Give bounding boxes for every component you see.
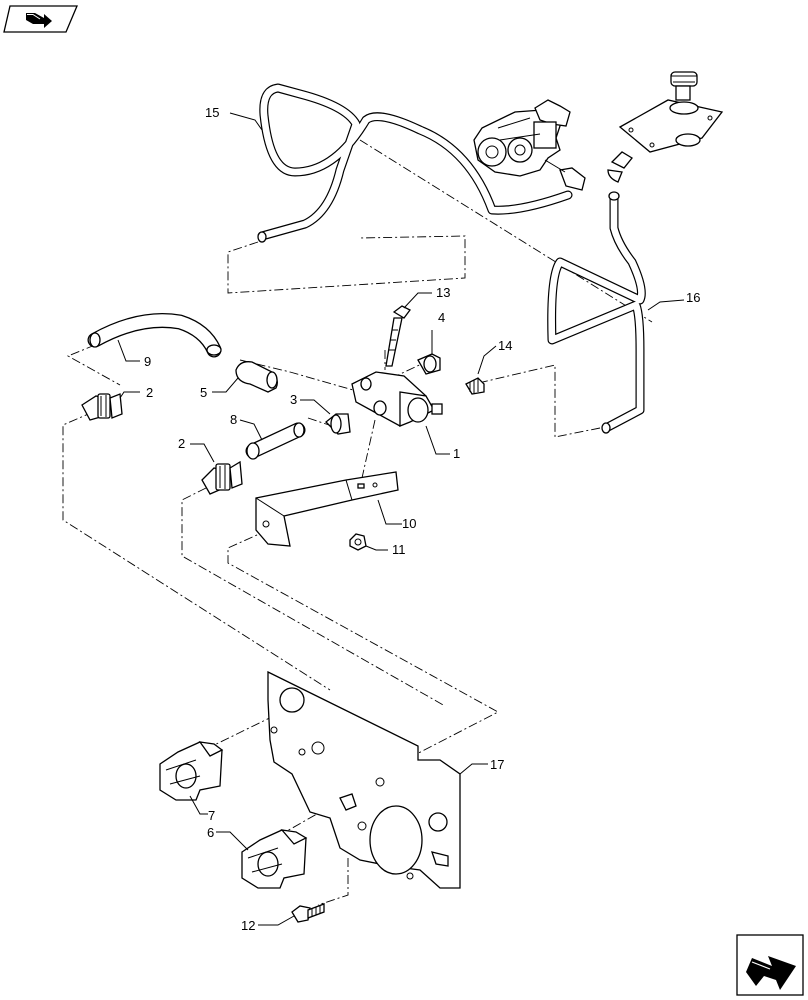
- forward-arrow-icon: [746, 956, 796, 990]
- callout-2-upper: 2: [146, 385, 153, 400]
- part-9-hose: [87, 312, 222, 358]
- part-2-lower-fitting: [201, 460, 243, 495]
- callout-15: 15: [205, 105, 219, 120]
- part-13-bolt: [385, 305, 411, 367]
- callout-5: 5: [200, 385, 207, 400]
- callout-leaders: [117, 112, 685, 926]
- callout-14: 14: [498, 338, 512, 353]
- callout-17: 17: [490, 757, 504, 772]
- back-arrow-icon: [26, 13, 52, 28]
- callout-11: 11: [392, 542, 406, 557]
- part-4-fitting: [417, 353, 441, 375]
- callout-10: 10: [402, 516, 416, 531]
- top-right-valve-plate: [607, 71, 724, 183]
- part-5-elbow-fitting: [235, 361, 278, 393]
- callout-4: 4: [438, 310, 445, 325]
- part-3-fitting: [325, 413, 351, 435]
- part-16-brake-pipe: [547, 191, 646, 434]
- part-17-mounting-plate: [267, 670, 461, 889]
- callout-6: 6: [207, 825, 214, 840]
- part-15-brake-pipe: [257, 83, 573, 243]
- callout-9: 9: [144, 354, 151, 369]
- next-page-button[interactable]: [736, 934, 804, 996]
- part-10-bracket: [255, 471, 399, 547]
- part-12-bolt: [291, 903, 325, 923]
- callout-labels: 15 16 13 4 14 9 2 5 3 8 2 1 10 11 17 7 6…: [144, 105, 700, 933]
- previous-page-button[interactable]: [3, 5, 78, 33]
- part-11-nut: [349, 533, 367, 551]
- callout-3: 3: [290, 392, 297, 407]
- part-7-coupling-head: [159, 741, 224, 801]
- callout-2-lower: 2: [178, 436, 185, 451]
- part-1-valve-block: [351, 371, 443, 427]
- part-6-coupling-head: [241, 829, 308, 889]
- part-8-hose: [245, 422, 306, 460]
- callout-16: 16: [686, 290, 700, 305]
- part-14-plug: [465, 377, 485, 395]
- brake-valve-assembly: [473, 99, 586, 191]
- callout-8: 8: [230, 412, 237, 427]
- callout-7: 7: [208, 808, 215, 823]
- part-2-upper-fitting: [81, 393, 123, 421]
- callout-1: 1: [453, 446, 460, 461]
- callout-13: 13: [436, 285, 450, 300]
- callout-12: 12: [241, 918, 255, 933]
